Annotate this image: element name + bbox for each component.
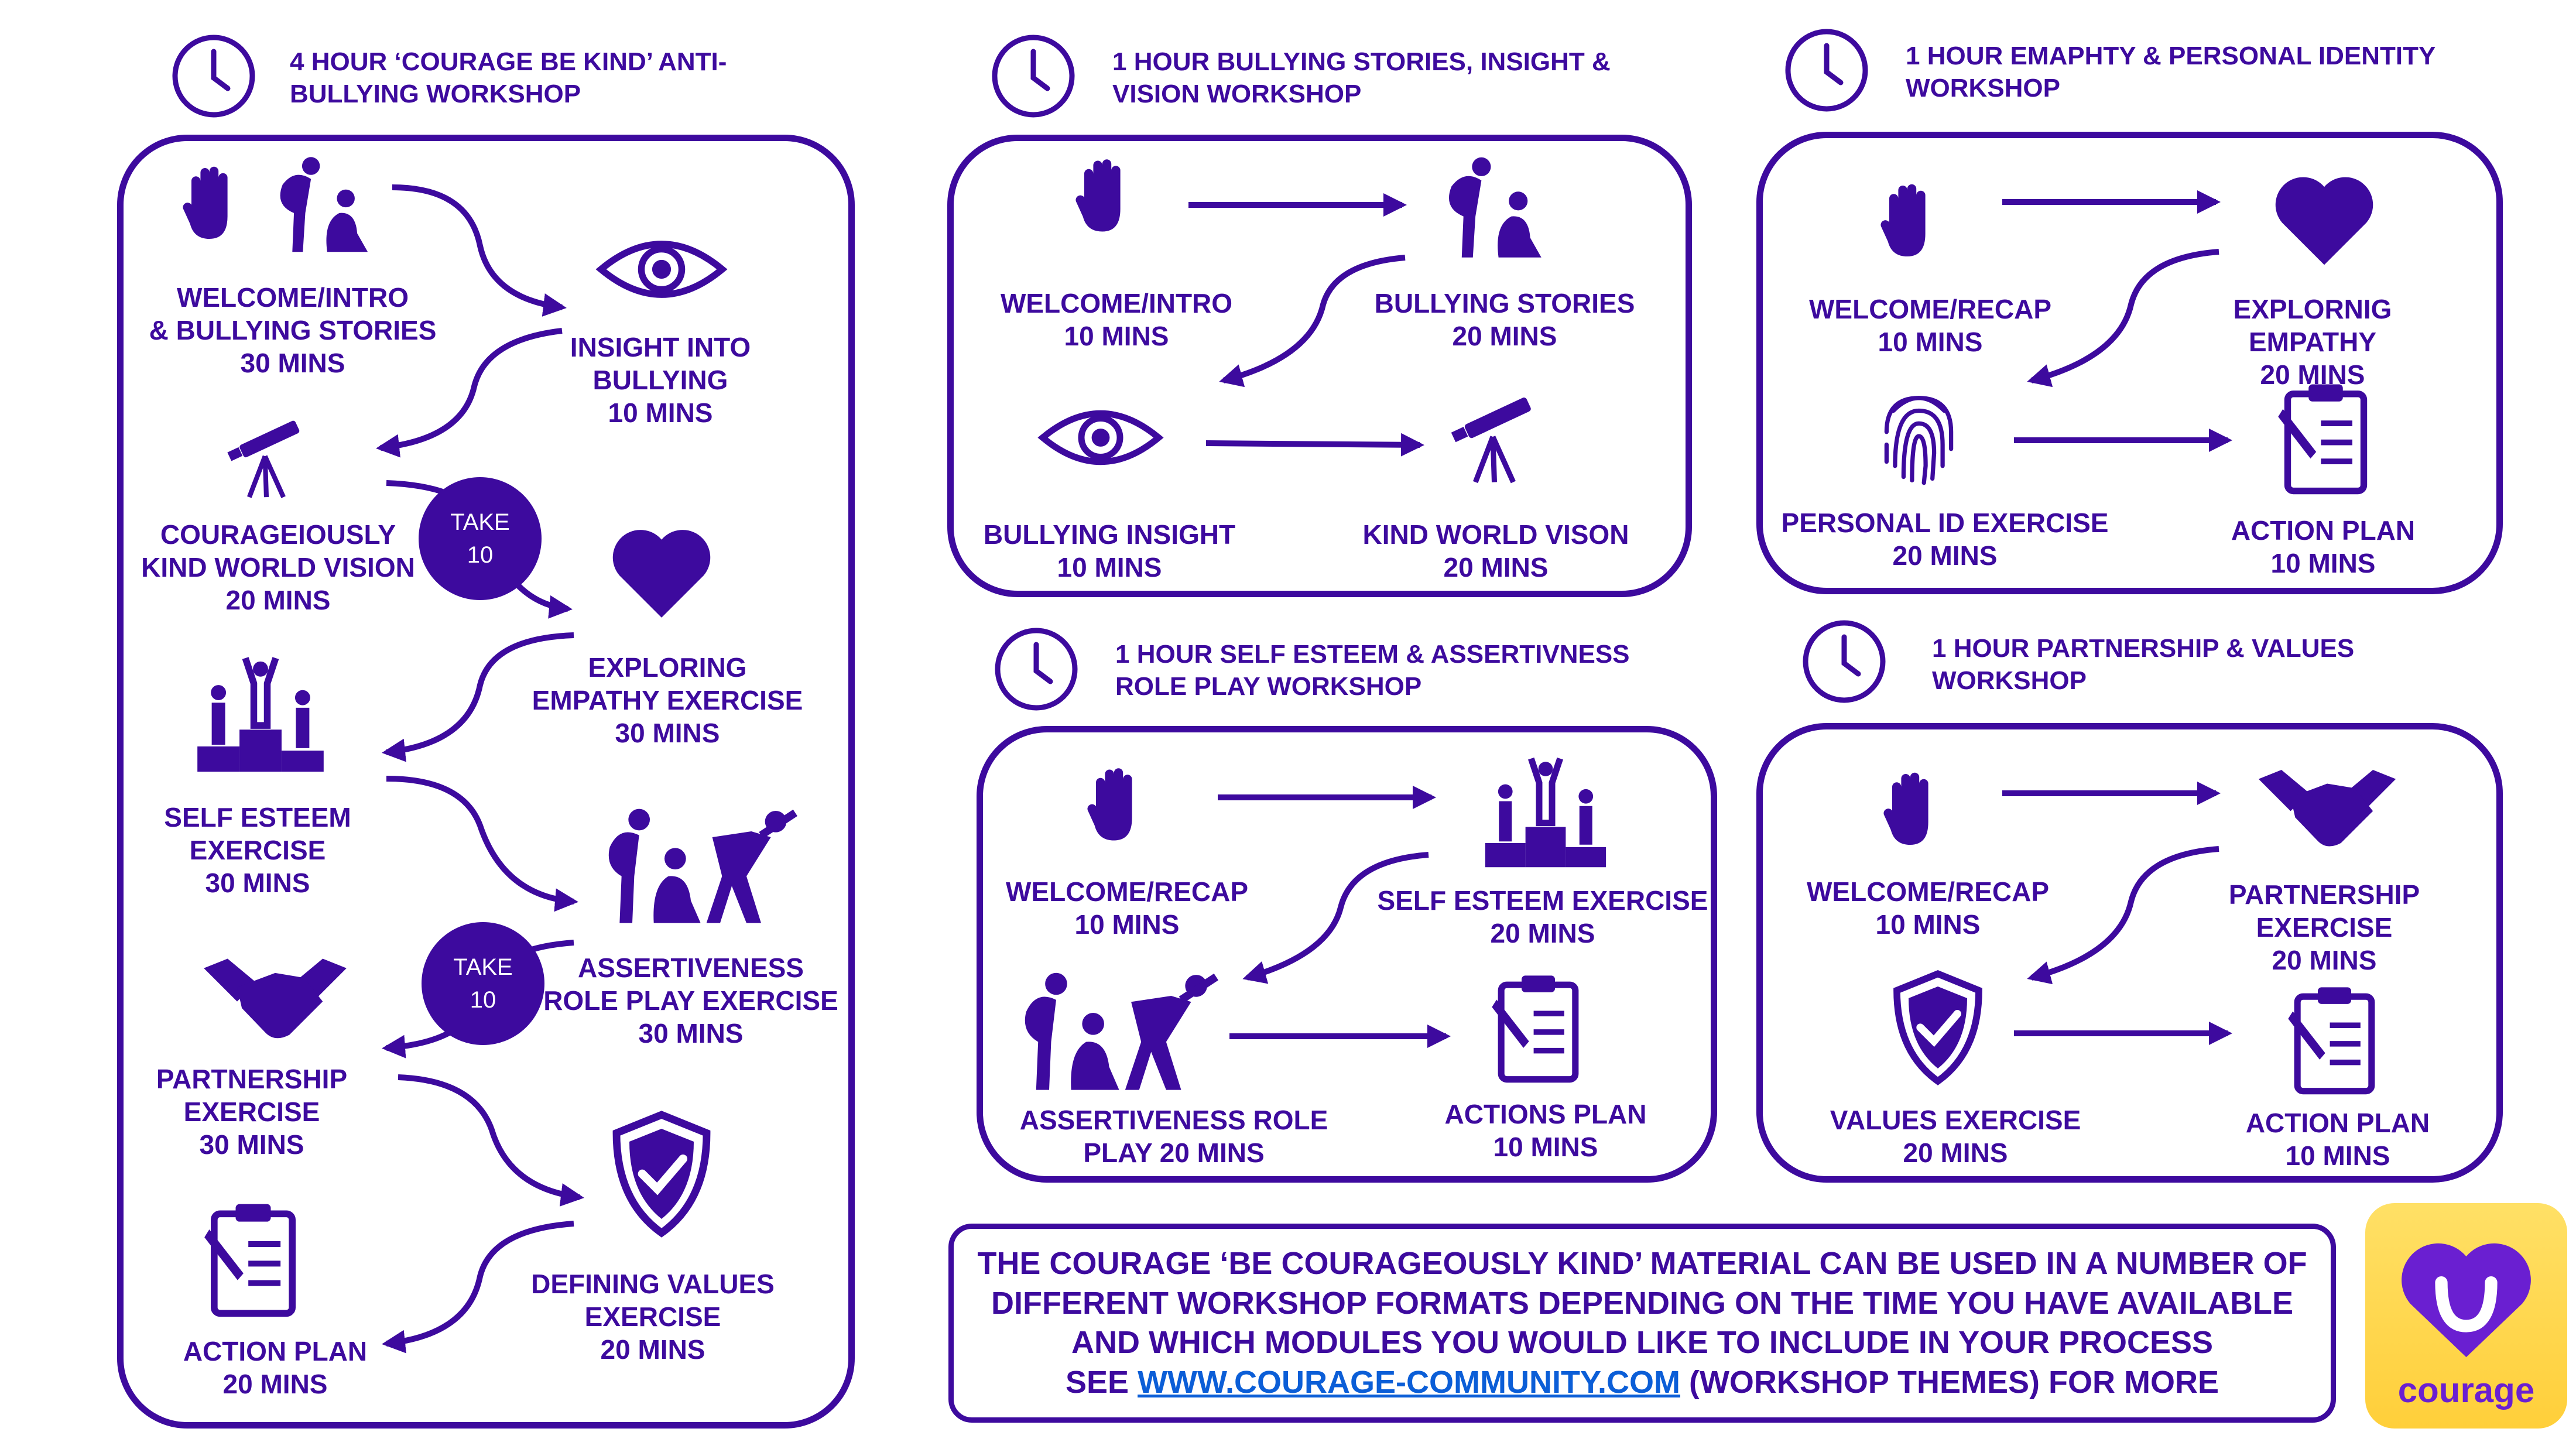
shield-icon: [1882, 969, 1993, 1086]
handshake-icon: [2254, 758, 2400, 855]
empathy-panel: [1756, 132, 2503, 594]
people-icon: [266, 155, 372, 255]
info-note-box: [948, 1224, 2336, 1423]
fingerprint-icon: [1876, 378, 1961, 495]
step-label: ACTION PLAN 10 MINS: [2231, 515, 2416, 579]
hand-icon: [1876, 179, 1941, 263]
note-prefix: SEE: [1066, 1364, 1138, 1400]
step-label: BULLYING STORIES 20 MINS: [1374, 288, 1635, 352]
step-label: SELF ESTEEM EXERCISE 20 MINS: [1377, 885, 1708, 949]
note-line: AND WHICH MODULES YOU WOULD LIKE TO INCL…: [1071, 1325, 2214, 1360]
hand-icon: [179, 164, 243, 243]
step-label: EXPLORNIG EMPATHY 20 MINS: [2233, 294, 2392, 390]
clipboard-icon: [2286, 984, 2383, 1095]
four-hour-panel: [117, 135, 855, 1429]
telescope-icon: [225, 419, 307, 501]
heart-icon: [2272, 170, 2377, 269]
four-hour-title: 4 HOUR ‘COURAGE BE KIND’ ANTI- BULLYING …: [290, 47, 727, 108]
step-label: ACTIONS PLAN 10 MINS: [1444, 1099, 1647, 1163]
break-minutes: 10: [470, 987, 496, 1013]
step-label: ACTION PLAN 20 MINS: [183, 1336, 368, 1400]
empathy-title: 1 HOUR EMAPHTY & PERSONAL IDENTITY WORKS…: [1906, 42, 2436, 102]
step-label: WELCOME/RECAP 10 MINS: [1006, 876, 1248, 940]
self-esteem-panel: [977, 726, 1717, 1183]
hand-icon: [1083, 761, 1147, 849]
step-label: EXPLORING EMPATHY EXERCISE 30 MINS: [532, 652, 803, 749]
role-play-icon: [585, 808, 820, 925]
step-label: KIND WORLD VISON 20 MINS: [1362, 519, 1629, 583]
partnership-panel: [1756, 723, 2503, 1183]
eye-icon: [1036, 401, 1165, 474]
clipboard-icon: [202, 1200, 304, 1317]
note-line: SEE WWW.COURAGE-COMMUNITY.COM (WORKSHOP …: [951, 1363, 2333, 1403]
clipboard-icon: [1490, 972, 1587, 1083]
hand-icon: [1879, 767, 1944, 852]
step-label: BULLYING INSIGHT 10 MINS: [983, 519, 1236, 583]
partnership-title: 1 HOUR PARTNERSHIP & VALUES WORKSHOP: [1932, 634, 2355, 695]
break-label: TAKE: [453, 954, 513, 980]
step-label: WELCOME/INTRO 10 MINS: [1000, 288, 1233, 352]
note-line: THE COURAGE ‘BE COURAGEOUSLY KIND’ MATER…: [977, 1246, 2307, 1281]
info-note-text: THE COURAGE ‘BE COURAGEOUSLY KIND’ MATER…: [951, 1244, 2333, 1402]
step-label: INSIGHT INTO BULLYING 10 MINS: [570, 332, 751, 429]
people-icon: [1434, 155, 1546, 261]
logo-text: courage: [2397, 1371, 2535, 1410]
step-label: PARTNERSHIP EXERCISE 30 MINS: [156, 1064, 348, 1160]
step-label: WELCOME/RECAP 10 MINS: [1809, 294, 2051, 358]
step-label: WELCOME/RECAP 10 MINS: [1807, 876, 2049, 940]
website-link[interactable]: WWW.COURAGE-COMMUNITY.COM: [1138, 1364, 1680, 1400]
note-line: DIFFERENT WORKSHOP FORMATS DEPENDING ON …: [991, 1285, 2294, 1321]
step-label: COURAGEIOUSLY KIND WORLD VISION 20 MINS: [141, 519, 415, 616]
note-suffix: (WORKSHOP THEMES) FOR MORE: [1680, 1364, 2219, 1400]
clipboard-icon: [2277, 381, 2374, 495]
bullying-panel: [947, 135, 1692, 597]
eye-icon: [594, 231, 729, 307]
hand-icon: [1071, 155, 1136, 237]
step-label: ASSERTIVENESS ROLE PLAY 20 MINS: [1019, 1105, 1328, 1169]
step-label: WELCOME/INTRO & BULLYING STORIES 30 MINS: [149, 282, 437, 379]
heart-icon: [609, 524, 714, 621]
self-esteem-title: 1 HOUR SELF ESTEEM & ASSERTIVNESS ROLE P…: [1115, 640, 1630, 701]
bullying-title: 1 HOUR BULLYING STORIES, INSIGHT & VISIO…: [1112, 47, 1611, 108]
role-play-icon: [1007, 972, 1235, 1092]
step-label: SELF ESTEEM EXERCISE 30 MINS: [164, 802, 351, 899]
step-label: DEFINING VALUES EXERCISE 20 MINS: [531, 1269, 775, 1365]
step-label: PERSONAL ID EXERCISE 20 MINS: [1781, 508, 2109, 571]
podium-icon: [193, 650, 328, 776]
break-badge: TAKE 10: [422, 922, 544, 1045]
break-badge: TAKE 10: [419, 477, 542, 600]
handshake-icon: [199, 948, 351, 1045]
podium-icon: [1481, 752, 1610, 869]
break-minutes: 10: [467, 542, 494, 568]
courage-logo: courage: [2365, 1203, 2567, 1429]
logo-heart-icon: [2402, 1243, 2531, 1358]
telescope-icon: [1449, 395, 1540, 486]
break-label: TAKE: [450, 509, 510, 535]
step-label: PARTNERSHIP EXERCISE 20 MINS: [2228, 879, 2420, 976]
step-label: ACTION PLAN 10 MINS: [2245, 1108, 2430, 1171]
step-label: VALUES EXERCISE 20 MINS: [1830, 1105, 2081, 1169]
shield-icon: [603, 1109, 720, 1238]
step-label: ASSERTIVENESS ROLE PLAY EXERCISE 30 MINS: [543, 953, 838, 1049]
